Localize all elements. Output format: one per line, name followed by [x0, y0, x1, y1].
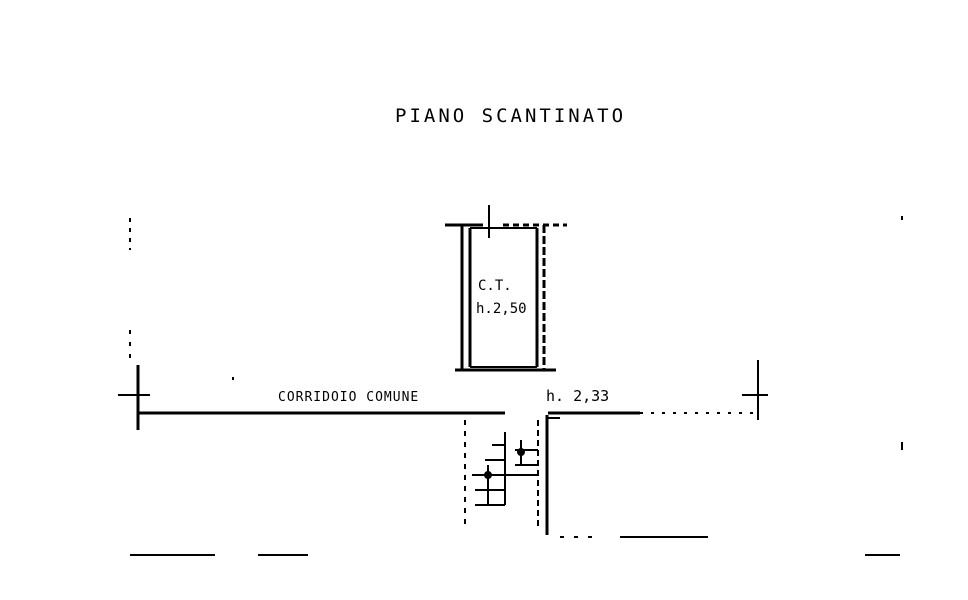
corridor-height: h. 2,33 — [546, 387, 609, 405]
corridor-walls — [118, 360, 768, 535]
boundary-marks — [129, 216, 903, 556]
room-ct-height: h.2,50 — [476, 301, 527, 317]
plan-title: PIANO SCANTINATO — [395, 105, 626, 127]
corridor-name: CORRIDOIO COMUNE — [278, 390, 419, 405]
room-ct — [445, 205, 567, 372]
room-ct-name: C.T. — [478, 278, 512, 294]
stairs — [464, 420, 539, 530]
